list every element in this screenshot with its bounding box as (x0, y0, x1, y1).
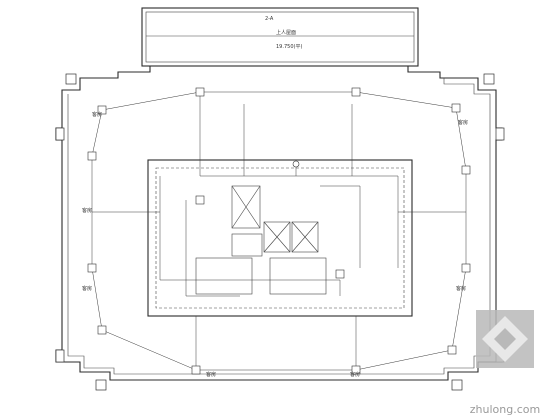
room-label: 客房 (206, 371, 216, 378)
core-area (147, 159, 413, 317)
room-label: 客房 (92, 111, 102, 118)
section-marker: 2-A (265, 16, 274, 22)
watermark: zhulong.com (456, 306, 554, 416)
elevation-label: 19.750(平) (276, 44, 302, 50)
stairs (195, 257, 327, 295)
roof-terrace: 上人屋面 19.750(平) 2-A (141, 7, 419, 67)
watermark-logo (476, 310, 534, 368)
building-outline (55, 66, 503, 381)
room-labels: 客房 客房 客房 客房 客房 客房 客房 (82, 111, 468, 378)
roof-label: 上人屋面 (276, 29, 296, 36)
room-label: 客房 (350, 371, 360, 378)
room-label: 客房 (456, 285, 466, 292)
room-label: 客房 (82, 207, 92, 214)
device-symbols (87, 87, 471, 375)
room-label: 客房 (458, 119, 468, 126)
watermark-text: zhulong.com (469, 403, 541, 416)
columns (55, 73, 505, 391)
room-label: 客房 (82, 285, 92, 292)
